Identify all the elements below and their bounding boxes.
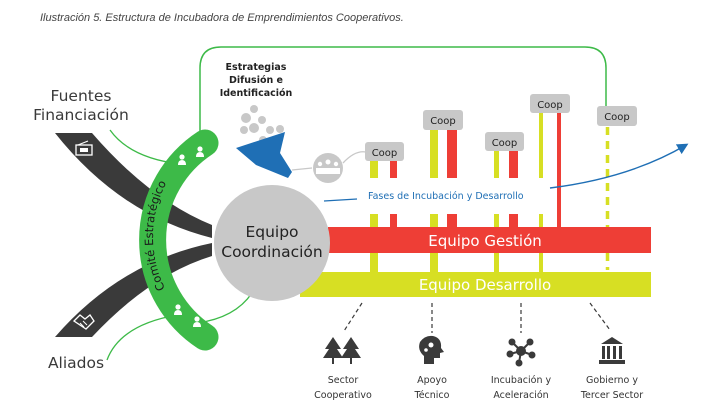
fases-label: Fases de Incubación y Desarrollo xyxy=(368,191,524,202)
strategy-label-2: Difusión e xyxy=(229,75,283,86)
equipo-gestion-bar xyxy=(328,227,651,253)
person-icon xyxy=(193,316,201,327)
sector-cooperativo-label-2: Cooperativo xyxy=(314,390,372,401)
coordination-connector xyxy=(196,292,253,324)
handshake-icon xyxy=(72,314,95,330)
fases-line xyxy=(323,198,358,202)
person-icon xyxy=(196,146,204,157)
svg-text:Coop: Coop xyxy=(372,148,398,159)
svg-text:Coop: Coop xyxy=(430,116,456,127)
strategy-label-3: Identificación xyxy=(220,88,293,99)
equipo-gestion-label: Equipo Gestión xyxy=(428,232,542,250)
gobierno-label-2: Tercer Sector xyxy=(580,390,643,401)
coop-box: Coop xyxy=(485,132,524,151)
incubacion-label-2: Aceleración xyxy=(493,390,548,401)
aliados-connector xyxy=(106,314,178,361)
svg-text:Coop: Coop xyxy=(492,138,518,149)
coordinacion-label-1: Equipo xyxy=(245,223,298,241)
incubacion-label-1: Incubación y xyxy=(491,375,552,386)
government-building-icon xyxy=(599,337,625,364)
equipo-coordinacion-circle xyxy=(214,185,330,301)
allies-band xyxy=(55,243,212,337)
figure-caption: Ilustración 5. Estructura de Incubadora … xyxy=(40,12,404,24)
feedback-loop-line xyxy=(199,46,607,140)
funnel-shape xyxy=(236,132,292,178)
support-links xyxy=(343,302,611,333)
head-gears-icon xyxy=(419,335,444,364)
svg-text:Coop: Coop xyxy=(537,100,563,111)
group-figures xyxy=(316,159,340,174)
coop-box: Coop xyxy=(365,142,404,161)
aliados-label: Aliados xyxy=(48,354,104,372)
funding-band xyxy=(55,133,212,238)
coop-box: Coop xyxy=(423,110,463,130)
apoyo-tecnico-label-2: Técnico xyxy=(414,390,450,401)
money-icon xyxy=(75,140,93,156)
growth-arrow xyxy=(549,143,689,189)
funnel-connector xyxy=(291,151,367,171)
equipo-desarrollo-label: Equipo Desarrollo xyxy=(419,276,551,294)
fuentes-label-1: Fuentes xyxy=(51,87,112,105)
svg-text:Coop: Coop xyxy=(604,112,630,123)
gobierno-label-1: Gobierno y xyxy=(586,375,638,386)
coop-box: Coop xyxy=(597,106,637,126)
person-icons xyxy=(174,146,204,327)
apoyo-tecnico-label-1: Apoyo xyxy=(417,375,447,386)
equipo-desarrollo-bar xyxy=(300,272,651,297)
sector-cooperativo-label-1: Sector xyxy=(328,375,359,386)
trees-icon xyxy=(323,337,361,364)
network-icon xyxy=(506,338,536,367)
fuentes-label-2: Financiación xyxy=(33,106,129,124)
coop-box: Coop xyxy=(530,94,570,113)
person-icon xyxy=(174,304,182,315)
coordinacion-label-2: Coordinación xyxy=(221,243,323,261)
strategy-label-1: Estrategias xyxy=(226,62,287,73)
person-icon xyxy=(178,154,186,165)
